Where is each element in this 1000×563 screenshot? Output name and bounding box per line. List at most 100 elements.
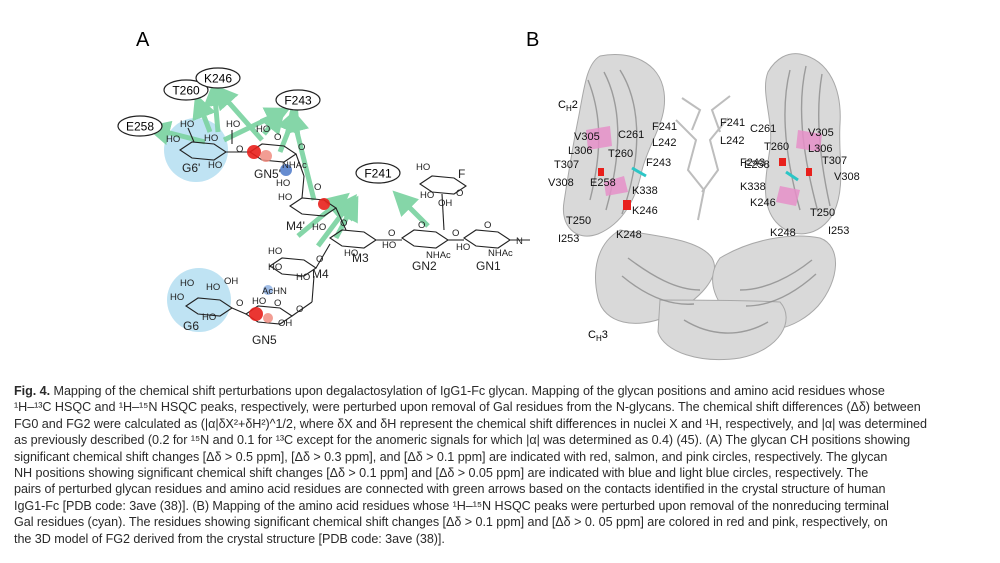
contact-t260: T260 [172,84,200,98]
svg-text:HO: HO [296,272,310,283]
panel-b-structure: CH2 CH3 V305 C261 F241 L306 L242 T260 T3… [548,53,860,361]
caption-line-6: NH positions showing significant chemica… [14,466,869,481]
svg-text:HO: HO [278,192,292,203]
left-residue-labels: V305 C261 F241 L306 L242 T260 T307 F243 … [548,121,677,245]
right-residue-labels: F241 C261 L242 V305 L306 T260 F243 E258 … [720,117,860,239]
svg-text:NHAc: NHAc [426,250,451,261]
svg-text:C261: C261 [618,129,644,141]
svg-text:HO: HO [276,178,290,189]
contact-f243: F243 [284,94,312,108]
svg-text:HO: HO [312,222,326,233]
svg-text:O: O [388,228,395,239]
svg-text:V305: V305 [574,131,600,143]
svg-text:E258: E258 [744,159,770,171]
svg-text:I253: I253 [558,233,579,245]
svg-text:HO: HO [226,119,240,130]
svg-text:O: O [316,254,323,265]
label-m3: M3 [352,251,369,265]
contact-f241: F241 [364,167,392,181]
residue-labels: G6' GN5' M4' M3 M4 GN2 GN1 F G6 GN5 [182,161,501,347]
svg-text:V308: V308 [834,171,860,183]
svg-text:O: O [456,188,463,199]
svg-text:OH: OH [278,318,292,329]
svg-text:HO: HO [204,133,218,144]
svg-text:HO: HO [256,124,270,135]
svg-text:HO: HO [206,282,220,293]
svg-text:OH: OH [224,276,238,287]
label-gn5: GN5 [252,333,277,347]
label-f: F [458,167,465,181]
svg-text:L242: L242 [720,135,744,147]
svg-text:L306: L306 [808,143,832,155]
svg-text:HO: HO [180,119,194,130]
svg-text:K246: K246 [750,197,776,209]
caption-line-5: significant chemical shift changes [Δδ >… [14,449,888,464]
svg-text:AcHN: AcHN [262,286,287,297]
caption-line-3: FG0 and FG2 were calculated as (|α|δX²+δ… [14,416,927,431]
chemical-groups: HO HO HO HO HO O HO O NHAc O HO HO O HO … [166,119,523,329]
glycan-sticks [675,95,731,221]
caption-line-9: Gal residues (cyan). The residues showin… [14,515,888,530]
label-gn1: GN1 [476,259,501,273]
svg-text:HO: HO [252,296,266,307]
svg-text:K248: K248 [616,229,642,241]
svg-text:F243: F243 [646,157,671,169]
caption-line-10: the 3D model of FG2 derived from the cry… [14,531,445,546]
label-g6-prime: G6' [182,161,200,175]
caption-line-1: Mapping of the chemical shift perturbati… [53,384,885,398]
svg-text:O: O [296,304,303,315]
figure-caption: Fig. 4. Mapping of the chemical shift pe… [14,383,989,547]
domain-ch3: CH3 [588,329,608,343]
perturbation-circles [247,145,330,323]
caption-line-4: as previously described (0.2 for ¹⁵N and… [14,433,911,448]
svg-text:HO: HO [268,262,282,273]
svg-text:O: O [298,142,305,153]
svg-text:HO: HO [166,134,180,145]
caption-line-8: IgG1-Fc [PDB code: 3ave (38)]. (B) Mappi… [14,498,889,513]
svg-text:HO: HO [202,312,216,323]
svg-text:NHAc: NHAc [282,160,307,171]
label-gn5-prime: GN5' [254,167,281,181]
svg-text:C261: C261 [750,123,776,135]
svg-text:O: O [340,218,347,229]
svg-text:O: O [452,228,459,239]
perturbed-highlights [586,126,822,210]
svg-text:HO: HO [456,242,470,253]
svg-text:K338: K338 [632,185,658,197]
svg-text:E258: E258 [590,177,616,189]
label-m4: M4 [312,267,329,281]
svg-text:O: O [274,132,281,143]
svg-text:T260: T260 [608,148,633,160]
panel-a-label: A [136,29,150,51]
svg-text:HO: HO [170,292,184,303]
svg-text:T260: T260 [764,141,789,153]
svg-text:V308: V308 [548,177,574,189]
panel-b-label: B [526,29,539,51]
svg-text:HO: HO [416,162,430,173]
svg-text:HO: HO [382,240,396,251]
svg-text:O: O [236,298,243,309]
panel-a-glycan: E258 T260 K246 F243 F241 [117,67,530,347]
svg-text:HO: HO [208,160,222,171]
svg-text:N: N [516,236,523,247]
svg-text:T307: T307 [822,155,847,167]
svg-text:O: O [314,182,321,193]
contact-ovals: E258 T260 K246 F243 F241 [117,67,401,184]
svg-text:T250: T250 [810,207,835,219]
contact-k246: K246 [204,72,232,86]
svg-text:V305: V305 [808,127,834,139]
svg-text:HO: HO [268,246,282,257]
svg-text:HO: HO [344,248,358,259]
caption-label: Fig. 4. [14,384,51,398]
caption-line-7: pairs of perturbed glycan residues and a… [14,482,886,497]
caption-line-2: ¹H–¹³C HSQC and ¹H–¹⁵N HSQC peaks, respe… [14,400,921,415]
label-m4-prime: M4' [286,219,305,233]
svg-text:K248: K248 [770,227,796,239]
svg-text:K338: K338 [740,181,766,193]
svg-text:OH: OH [438,198,452,209]
label-gn2: GN2 [412,259,437,273]
label-g6: G6 [183,319,199,333]
domain-ch2: CH2 [558,99,578,113]
figure-4: A B E258 T260 K246 [117,29,860,361]
svg-text:O: O [418,220,425,231]
